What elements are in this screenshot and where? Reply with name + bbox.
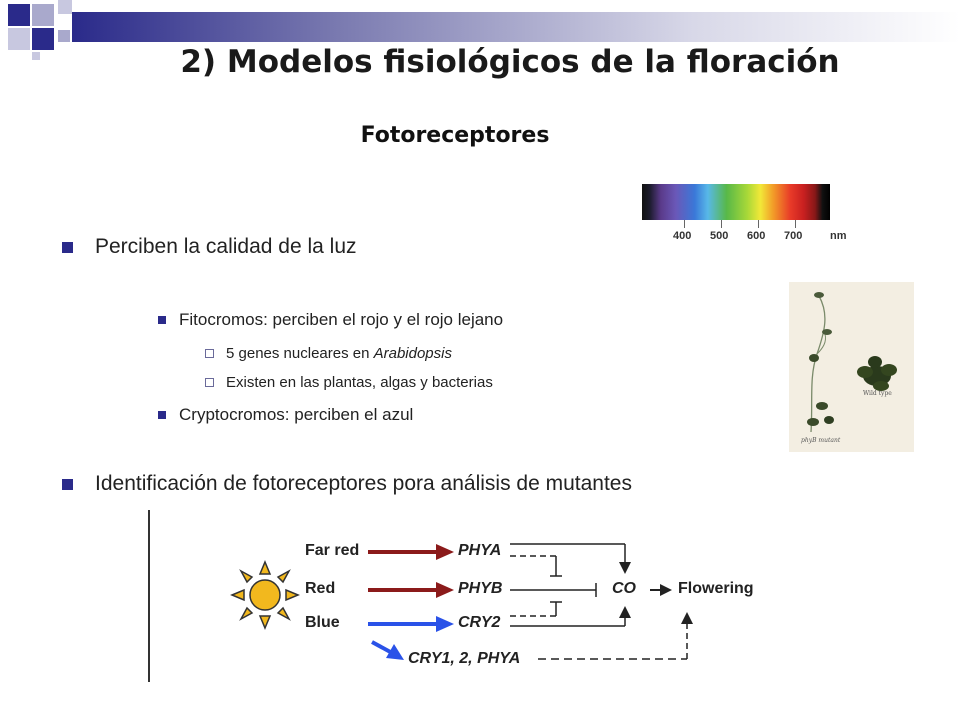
- bullet-square-icon: [158, 411, 166, 419]
- gene-phyb: PHYB: [458, 580, 503, 597]
- bullet-item: Existen en las plantas, algas y bacteria…: [205, 374, 493, 391]
- bullet-item: Fitocromos: perciben el rojo y el rojo l…: [158, 310, 503, 330]
- bullet-item: Cryptocromos: perciben el azul: [158, 405, 413, 425]
- flowering-label: Flowering: [678, 580, 754, 597]
- bullet-text: Existen en las plantas, algas y bacteria…: [226, 374, 493, 391]
- photo-caption: Wild type: [863, 390, 892, 397]
- gene-lower: CRY1, 2, PHYA: [408, 650, 521, 667]
- corner-decoration: [0, 0, 80, 60]
- co-label: CO: [612, 580, 636, 597]
- pathway-arrows: [368, 543, 693, 660]
- slide-subtitle: Fotoreceptores: [360, 123, 550, 148]
- divider-line: [148, 510, 150, 682]
- spectrum-tick: 400: [673, 230, 692, 242]
- bullet-square-icon: [158, 316, 166, 324]
- plant-photo: Wild type phyB mutant: [789, 282, 914, 452]
- sun-icon: [230, 560, 300, 630]
- light-label-red: Red: [305, 580, 336, 597]
- bullet-item: Perciben la calidad de la luz: [62, 235, 357, 259]
- bullet-text: 5 genes nucleares en Arabidopsis: [226, 345, 452, 362]
- gene-cry2: CRY2: [458, 614, 501, 631]
- spectrum-tick: 500: [710, 230, 729, 242]
- light-label-far-red: Far red: [305, 542, 360, 559]
- bullet-text: Perciben la calidad de la luz: [95, 235, 357, 258]
- plant-illustration: [807, 292, 897, 433]
- bullet-square-icon: [62, 241, 73, 253]
- bullet-text: Identificación de fotoreceptores pora an…: [95, 472, 632, 495]
- spectrum-tick: 700: [784, 230, 803, 242]
- photo-caption: phyB mutant: [801, 437, 841, 444]
- spectrum-unit: nm: [830, 230, 847, 242]
- header-bar: [72, 12, 960, 42]
- bullet-hollow-square-icon: [205, 349, 214, 358]
- bullet-square-icon: [62, 478, 73, 490]
- slide-title: 2) Modelos fisiológicos de la floración: [180, 44, 840, 80]
- light-label-blue: Blue: [305, 614, 340, 631]
- spectrum-bar: [642, 184, 830, 220]
- bullet-item: Identificación de fotoreceptores pora an…: [62, 472, 632, 496]
- bullet-text: Fitocromos: perciben el rojo y el rojo l…: [179, 310, 504, 329]
- spectrum-tick: 600: [747, 230, 766, 242]
- bullet-hollow-square-icon: [205, 378, 214, 387]
- gene-phya: PHYA: [458, 542, 502, 559]
- bullet-text: Cryptocromos: perciben el azul: [179, 405, 414, 424]
- bullet-item: 5 genes nucleares en Arabidopsis: [205, 345, 452, 362]
